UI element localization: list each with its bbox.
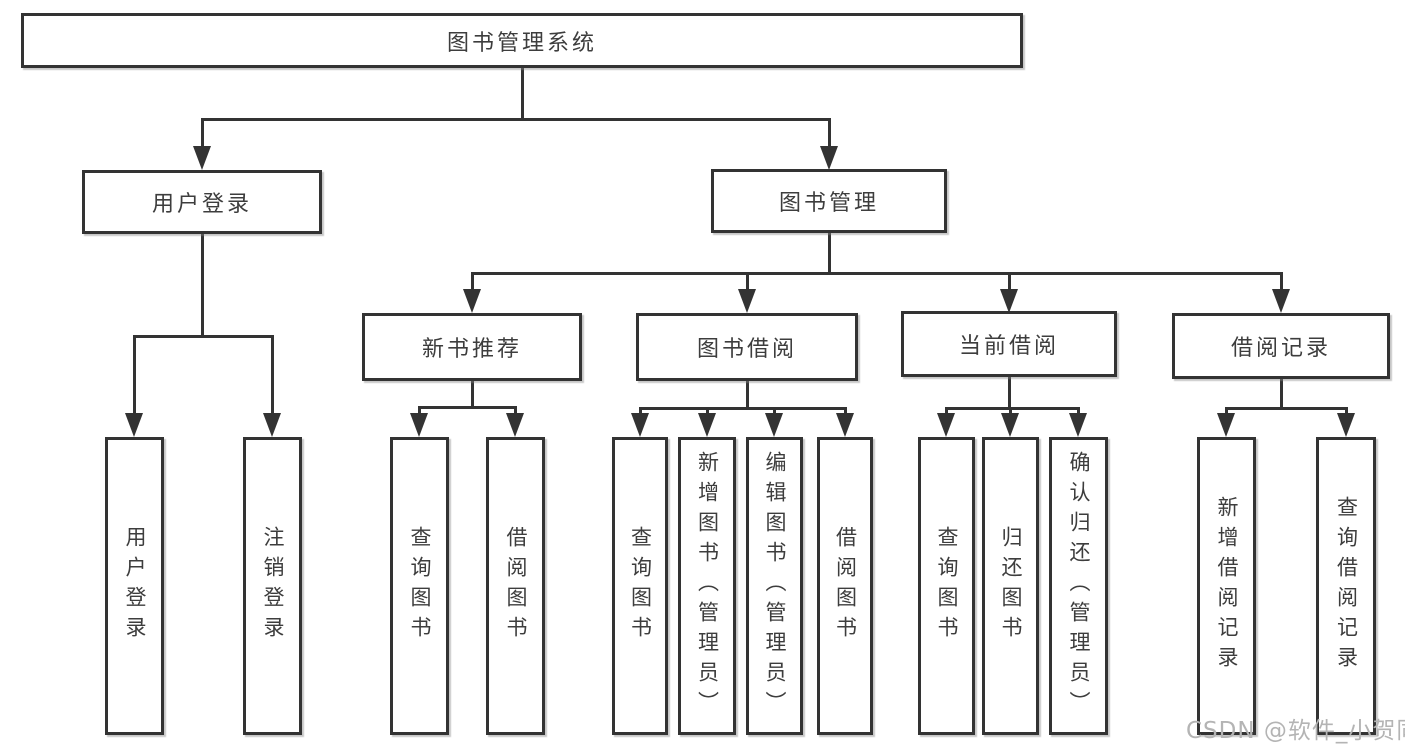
connector-child-drop [470,272,474,291]
connector-bar [200,118,831,121]
connector-parent-stem [470,381,474,409]
connector-bar [944,407,1080,410]
node-leaf-user-login: 用户登录 [105,437,164,735]
arrowhead-down-icon [836,413,854,437]
node-leaf-borrow-books-a: 借阅图书 [486,437,545,735]
connector-child-drop [827,118,831,148]
node-label: 借阅记录 [1230,336,1331,361]
node-label: 新增借阅记录 [1215,496,1239,676]
connector-child-drop [132,335,136,415]
node-leaf-search-books-b: 查询图书 [612,437,668,735]
connector-child-drop [705,407,709,415]
node-label: 新增图书（管理员） [695,451,720,721]
arrowhead-down-icon [1337,413,1355,437]
node-label: 编辑图书（管理员） [763,451,787,721]
node-label: 查询借阅记录 [1334,496,1359,676]
node-label: 确认归还（管理员） [1067,451,1091,721]
node-label: 查询图书 [935,526,959,646]
connector-bar [470,272,1283,275]
connector-parent-stem [1279,379,1283,410]
connector-child-drop [270,335,274,415]
connector-parent-stem [1007,377,1011,410]
node-root: 图书管理系统 [21,13,1023,68]
connector-child-drop [513,406,517,415]
connector-bar [132,335,274,338]
connector-child-drop [1279,272,1283,291]
arrowhead-down-icon [1069,413,1087,437]
arrowhead-down-icon [1001,413,1019,437]
node-leaf-confirm-return-admin: 确认归还（管理员） [1049,437,1108,735]
arrowhead-down-icon [1272,289,1290,313]
arrowhead-down-icon [738,289,756,313]
node-label: 借阅图书 [504,526,528,646]
arrowhead-down-icon [125,413,143,437]
connector-child-drop [1008,407,1012,415]
connector-child-drop [1007,272,1011,291]
node-book-borrowing: 图书借阅 [636,313,858,381]
connector-bar [417,406,517,409]
connector-parent-stem [745,381,749,410]
node-label: 当前借阅 [958,334,1059,359]
arrowhead-down-icon [937,413,955,437]
node-leaf-search-books-c: 查询图书 [918,437,975,735]
arrowhead-down-icon [463,289,481,313]
arrowhead-down-icon [1000,289,1018,313]
connector-parent-stem [827,233,831,275]
node-label: 图书借阅 [696,337,797,362]
node-label: 用户登录 [151,192,252,217]
node-label: 注销登录 [261,526,285,646]
connector-child-drop [843,407,847,415]
node-leaf-logout: 注销登录 [243,437,302,735]
node-leaf-search-borrow-record: 查询借阅记录 [1316,437,1376,735]
connector-child-drop [1076,407,1080,415]
node-label: 归还图书 [999,526,1023,646]
connector-parent-stem [520,68,524,121]
arrowhead-down-icon [820,146,838,170]
csdn-watermark: CSDN @软件_小贺同学 [1186,718,1405,744]
connector-child-drop [1224,407,1228,415]
connector-child-drop [944,407,948,415]
node-user-login-branch: 用户登录 [82,170,322,234]
node-label: 借阅图书 [833,526,858,646]
node-book-management: 图书管理 [711,169,947,233]
connector-parent-stem [200,234,204,338]
node-leaf-edit-books-admin: 编辑图书（管理员） [746,437,803,735]
node-leaf-search-books-a: 查询图书 [390,437,449,735]
node-borrowing-records: 借阅记录 [1172,313,1390,379]
arrowhead-down-icon [1217,413,1235,437]
arrowhead-down-icon [263,413,281,437]
connector-child-drop [200,118,204,148]
node-leaf-add-borrow-record: 新增借阅记录 [1197,437,1256,735]
connector-child-drop [745,272,749,291]
node-label: 查询图书 [408,526,432,646]
node-label: 新书推荐 [421,337,522,362]
arrowhead-down-icon [698,413,716,437]
connector-child-drop [1344,407,1348,415]
node-leaf-borrow-books-b: 借阅图书 [817,437,873,735]
node-leaf-add-books-admin: 新增图书（管理员） [678,437,736,735]
connector-child-drop [772,407,776,415]
arrowhead-down-icon [765,413,783,437]
connector-bar [1224,407,1348,410]
arrowhead-down-icon [193,146,211,170]
connector-child-drop [417,406,421,415]
node-new-book-recommend: 新书推荐 [362,313,582,381]
node-label: 用户登录 [123,526,147,646]
node-current-borrowing: 当前借阅 [901,311,1117,377]
arrowhead-down-icon [631,413,649,437]
arrowhead-down-icon [410,413,428,437]
arrowhead-down-icon [506,413,524,437]
node-label: 图书管理 [778,191,879,216]
node-leaf-return-books: 归还图书 [982,437,1039,735]
node-label: 图书管理系统 [446,30,597,56]
connector-bar [638,407,847,410]
connector-child-drop [638,407,642,415]
node-label: 查询图书 [628,526,653,646]
